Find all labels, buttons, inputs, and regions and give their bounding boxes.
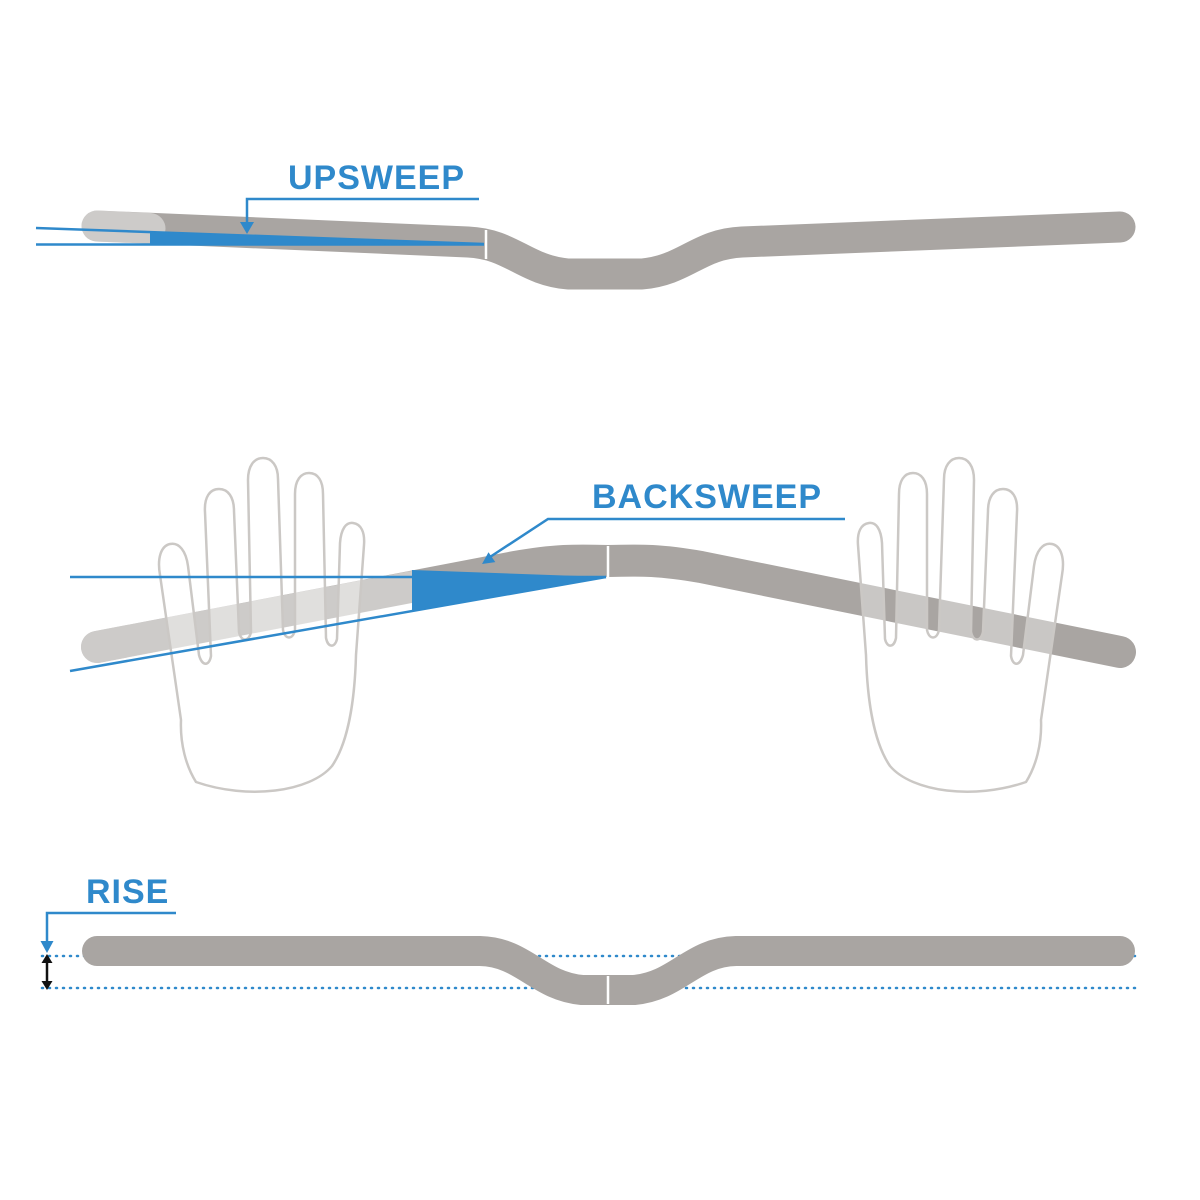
rise-arrow-icon [40,941,54,953]
upsweep-label: UPSWEEP [288,159,465,197]
rise-measure-arrow-down-icon [41,981,53,990]
rise-leader-line [45,911,176,943]
backsweep-axis-line [69,575,607,673]
backsweep-arrow-icon [482,552,496,564]
upsweep-section: UPSWEEP [35,159,1136,290]
rise-section: RISE [40,873,1138,1005]
backsweep-section: BACKSWEEP [69,456,1136,793]
upsweep-leader-line [245,197,479,224]
right-hand-outline [856,456,1065,793]
handlebar-front-view [81,210,1136,290]
backsweep-leader-line [489,517,845,559]
rise-measure-arrow-up-icon [41,954,53,963]
backsweep-label: BACKSWEEP [592,478,822,516]
rise-label: RISE [86,873,169,911]
backsweep-angle-wedge [412,570,606,611]
upsweep-angle-wedge [150,232,484,245]
grip-highlight [81,210,166,244]
upsweep-arrow-icon [240,222,254,234]
